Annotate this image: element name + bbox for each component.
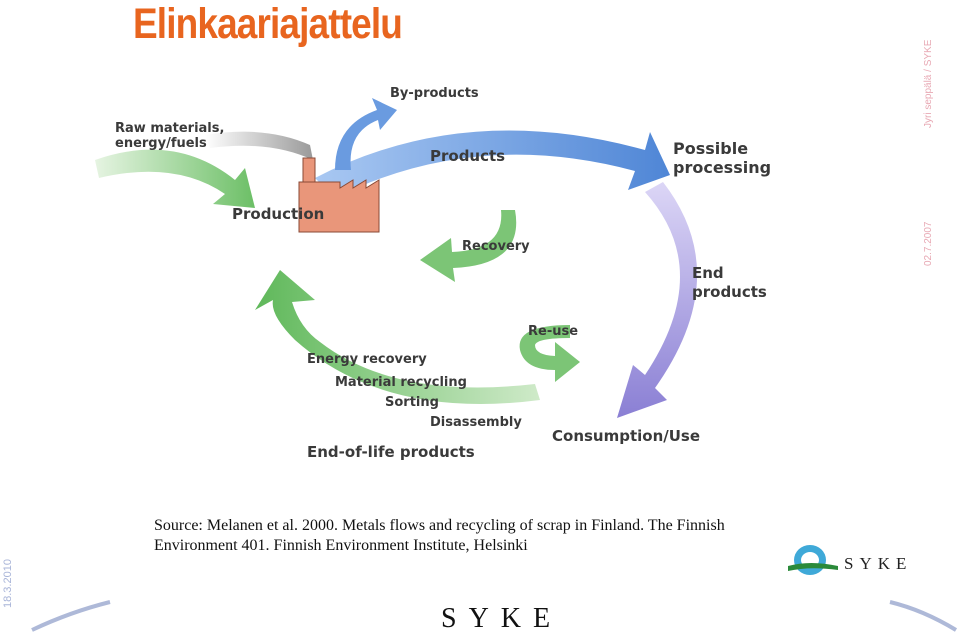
end-of-life-arrow <box>255 270 540 404</box>
products-arrow <box>315 130 670 198</box>
author-vertical-label: Jyri seppälä / SYKE <box>923 39 934 128</box>
slide-title: Elinkaariajattelu <box>133 0 403 48</box>
syke-logo: SYKE <box>788 542 918 587</box>
raw-materials-arrow <box>95 149 255 208</box>
re-use-label: Re-use <box>528 324 578 339</box>
smoke-plume <box>205 131 313 160</box>
right-decorative-swoosh <box>889 600 958 632</box>
syke-logo-text: SYKE <box>844 554 912 573</box>
by-products-label: By-products <box>390 86 479 101</box>
raw-materials-label: Raw materials,energy/fuels <box>115 121 224 151</box>
syke-logo-icon: SYKE <box>788 545 912 575</box>
energy-recovery-label: Energy recovery <box>307 352 427 367</box>
slide-date-vertical-label: 18.3.2010 <box>2 559 14 608</box>
sorting-label: Sorting <box>385 395 439 410</box>
end-of-life-products-label: End-of-life products <box>307 443 475 461</box>
products-label: Products <box>430 147 505 165</box>
consumption-use-label: Consumption/Use <box>552 427 700 445</box>
production-label: Production <box>232 205 324 223</box>
factory-icon <box>298 157 380 233</box>
by-products-arrow <box>335 98 397 170</box>
re-use-arrow <box>519 325 580 382</box>
life-cycle-diagram: Raw materials,energy/fuels By-products P… <box>95 86 771 461</box>
recovery-arrow <box>420 210 517 282</box>
source-citation: Source: Melanen et al. 2000. Metals flow… <box>154 517 725 554</box>
recovery-label: Recovery <box>462 239 530 254</box>
disassembly-label: Disassembly <box>430 415 522 430</box>
left-decorative-swoosh <box>31 600 111 632</box>
date-vertical-label: 02.7.2007 <box>923 221 934 267</box>
footer-syke-wordmark: SYKE <box>441 603 563 634</box>
material-recycling-label: Material recycling <box>335 375 467 390</box>
end-products-arrow <box>617 182 698 418</box>
